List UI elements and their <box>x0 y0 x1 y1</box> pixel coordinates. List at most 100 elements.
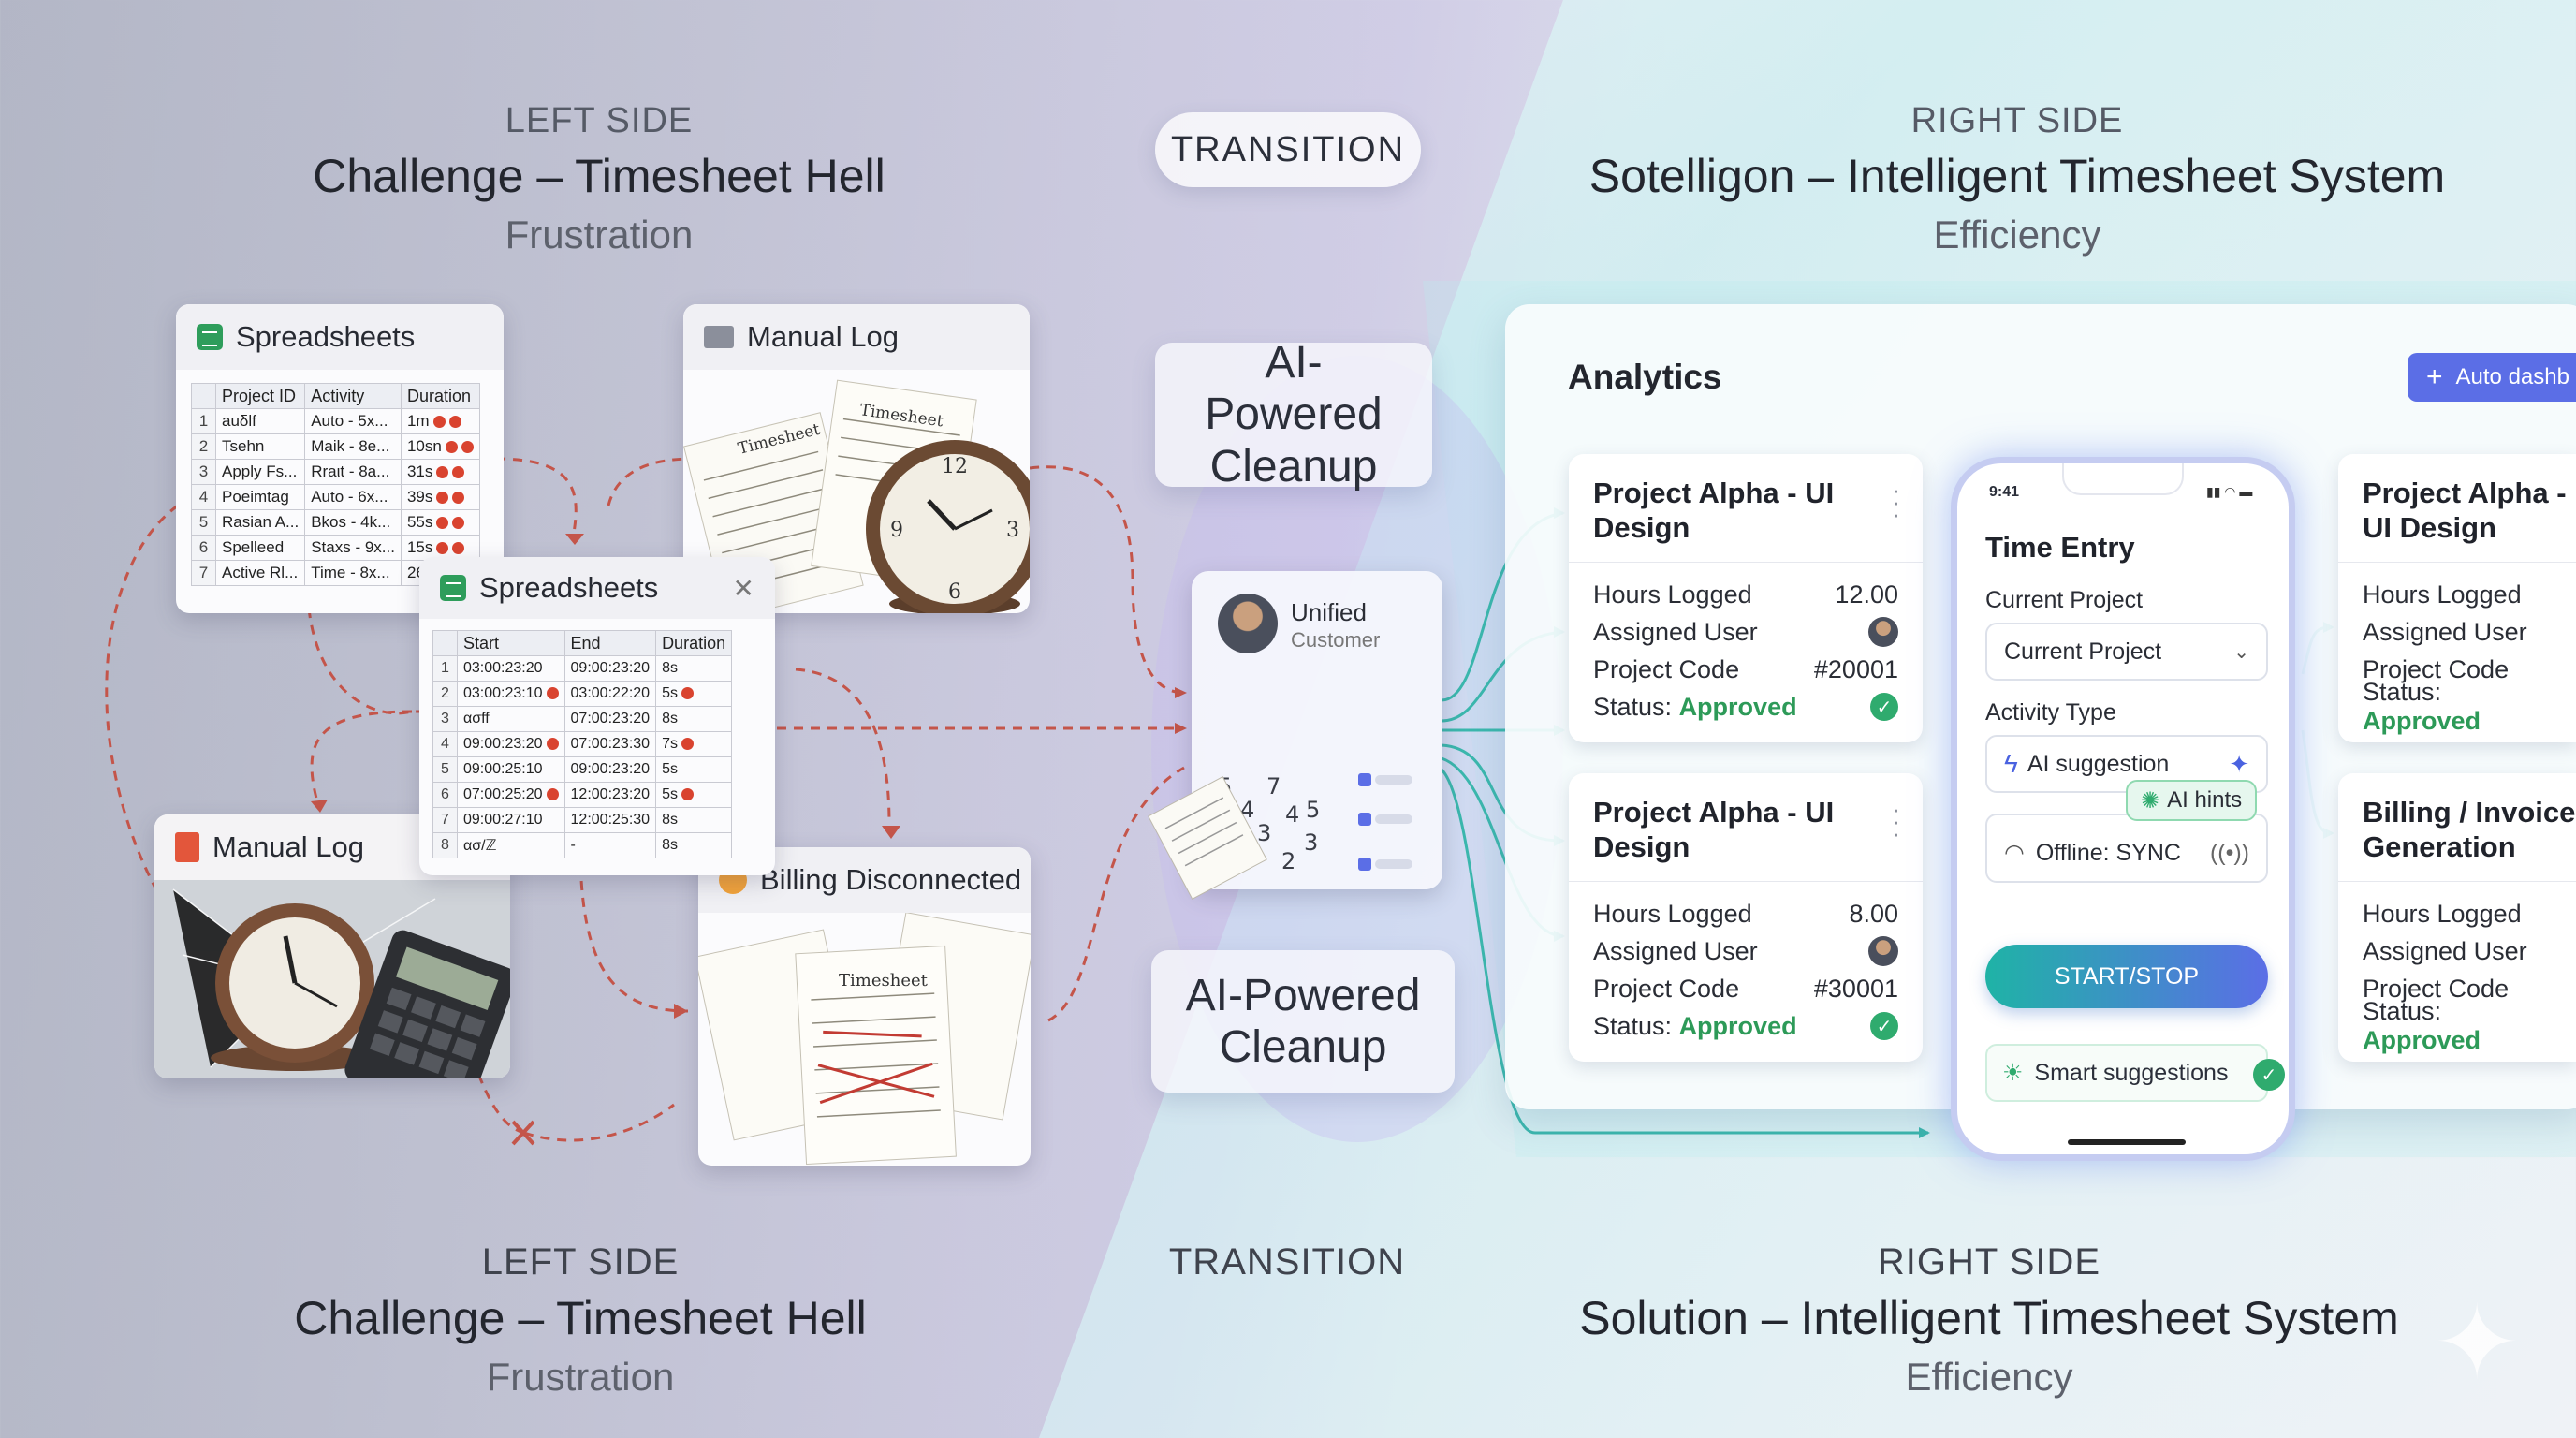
receipt-illustration <box>1148 776 1267 900</box>
left-footer-title: Challenge – Timesheet Hell <box>294 1292 867 1344</box>
table-cell: 4 <box>191 484 216 510</box>
more-icon[interactable]: ··· <box>1892 476 1900 528</box>
error-dot <box>436 466 449 479</box>
table-cell: 2 <box>432 681 458 707</box>
table-cell: 3 <box>432 706 458 732</box>
sparkle-icon: ✦ <box>2229 749 2249 778</box>
project-card-3[interactable]: Project Alpha - UI Design Hours Logged A… <box>2338 454 2576 742</box>
status-value: Approved <box>1678 1011 1797 1040</box>
hours-label: Hours Logged <box>2363 580 2522 609</box>
right-header-subtitle: Efficiency <box>1933 213 2101 257</box>
table-cell: 5s <box>655 681 733 707</box>
table-cell: 07:00:23:30 <box>564 731 657 757</box>
smart-suggestions-row[interactable]: ☀Smart suggestions <box>1985 1044 2268 1102</box>
user-label: Assigned User <box>2363 936 2527 965</box>
user-label: Assigned User <box>1593 936 1758 965</box>
table-cell: Spelleed <box>214 535 306 561</box>
hours-label: Hours Logged <box>1593 580 1752 609</box>
table-cell: Rasian A... <box>214 509 306 536</box>
svg-text:7: 7 <box>1266 773 1281 800</box>
spreadsheets-card-2-header: Spreadsheets ✕ <box>419 557 775 619</box>
table-cell: 7s <box>655 731 733 757</box>
table-cell: 4 <box>432 731 458 757</box>
table-cell: 03:00:22:20 <box>564 681 657 707</box>
code-label: Project Code <box>1593 974 1740 1003</box>
table-cell: Time - 8x... <box>304 560 402 586</box>
ai-suggestion-label: AI suggestion <box>2027 750 2170 777</box>
user-label: Assigned User <box>2363 617 2527 646</box>
auto-dashboard-label: Auto dashb <box>2455 364 2569 389</box>
hours-value: 8.00 <box>1849 899 1898 928</box>
folder-icon <box>704 326 734 348</box>
error-dot <box>436 492 449 505</box>
project-card-1[interactable]: ··· Project Alpha - UI Design Hours Logg… <box>1569 454 1923 742</box>
table-cell: - <box>564 832 657 858</box>
project-card-4[interactable]: Billing / Invoice Generation Hours Logge… <box>2338 773 2576 1062</box>
ai-hints-label: AI hints <box>2167 787 2243 813</box>
more-icon[interactable]: ··· <box>1892 795 1900 847</box>
table-cell: 1 <box>191 408 216 434</box>
table-cell: 07:00:23:20 <box>564 706 657 732</box>
left-header: LEFT SIDE Challenge – Timesheet Hell Fru… <box>225 101 973 257</box>
manual-log-card-1-title: Manual Log <box>747 320 900 353</box>
project-card-2-title: Project Alpha - UI Design <box>1593 796 1835 863</box>
code-label: Project Code <box>1593 654 1740 683</box>
billing-disconnected-card[interactable]: Billing Disconnected Timesheet <box>698 847 1031 1166</box>
close-icon[interactable]: ✕ <box>732 573 754 603</box>
table-cell: Staxs - 9x... <box>304 535 402 561</box>
project-card-1-title: Project Alpha - UI Design <box>1593 477 1835 544</box>
ai-cleanup-top-label: AI-Powered Cleanup <box>1205 338 1383 492</box>
table-cell: Active Rl... <box>214 560 306 586</box>
right-footer-subtitle: Efficiency <box>1905 1355 2073 1399</box>
broadcast-icon: ((•)) <box>2209 839 2249 866</box>
auto-dashboard-button[interactable]: +Auto dashb <box>2408 353 2576 402</box>
project-select-value: Current Project <box>2004 638 2162 665</box>
ai-cleanup-bottom: AI-Powered Cleanup <box>1151 950 1455 1093</box>
phone-title: Time Entry <box>1985 531 2135 564</box>
broken-clock-calculator-illustration <box>154 880 510 1078</box>
error-dot <box>452 492 465 505</box>
error-dot <box>436 542 449 555</box>
svg-text:6: 6 <box>948 580 961 604</box>
svg-text:12: 12 <box>942 455 968 478</box>
transition-pill: TRANSITION <box>1155 112 1421 187</box>
table-cell: 15s <box>400 535 480 561</box>
project-card-2[interactable]: ··· Project Alpha - UI Design Hours Logg… <box>1569 773 1923 1062</box>
error-dot <box>681 788 694 801</box>
left-header-subtitle: Frustration <box>505 213 694 257</box>
table-cell: Auto - 5x... <box>304 408 402 434</box>
start-stop-button[interactable]: START/STOP <box>1985 945 2268 1008</box>
lightbulb-icon: ✺ <box>2141 787 2160 814</box>
ai-hints-badge[interactable]: ✺ AI hints <box>2126 780 2258 821</box>
project-select[interactable]: Current Project⌄ <box>1985 623 2268 681</box>
status-label: Status: <box>1593 1011 1673 1040</box>
check-icon: ✓ <box>1870 1012 1898 1041</box>
right-header-title: Sotelligon – Intelligent Timesheet Syste… <box>1588 150 2446 202</box>
table-cell: Auto - 6x... <box>304 484 402 510</box>
table-cell: 12:00:25:30 <box>564 807 657 833</box>
phone-time-entry: 9:41 ▮▮ ◠ ▬ Time Entry Current Project C… <box>1951 457 2295 1161</box>
hours-label: Hours Logged <box>2363 899 2522 928</box>
error-dot <box>445 441 458 454</box>
check-icon: ✓ <box>1870 693 1898 722</box>
phone-time: 9:41 <box>1989 484 2020 500</box>
project-card-4-title: Billing / Invoice Generation <box>2363 796 2576 863</box>
table-cell: 8s <box>655 807 733 833</box>
manual-log-card-2[interactable]: Manual Log <box>154 814 510 1078</box>
spreadsheets-card-1-title: Spreadsheets <box>236 320 416 353</box>
error-dot <box>436 517 449 530</box>
customer-avatar <box>1218 594 1278 653</box>
sparkle-icon: ✦ <box>2434 1285 2521 1401</box>
right-header-kicker: RIGHT SIDE <box>1910 101 2124 140</box>
table-cell: 31s <box>400 459 480 485</box>
error-dot <box>681 738 694 751</box>
offline-sync-field[interactable]: ◠Offline: SYNC((•)) <box>1985 814 2268 883</box>
status-value: Approved <box>1678 692 1797 721</box>
